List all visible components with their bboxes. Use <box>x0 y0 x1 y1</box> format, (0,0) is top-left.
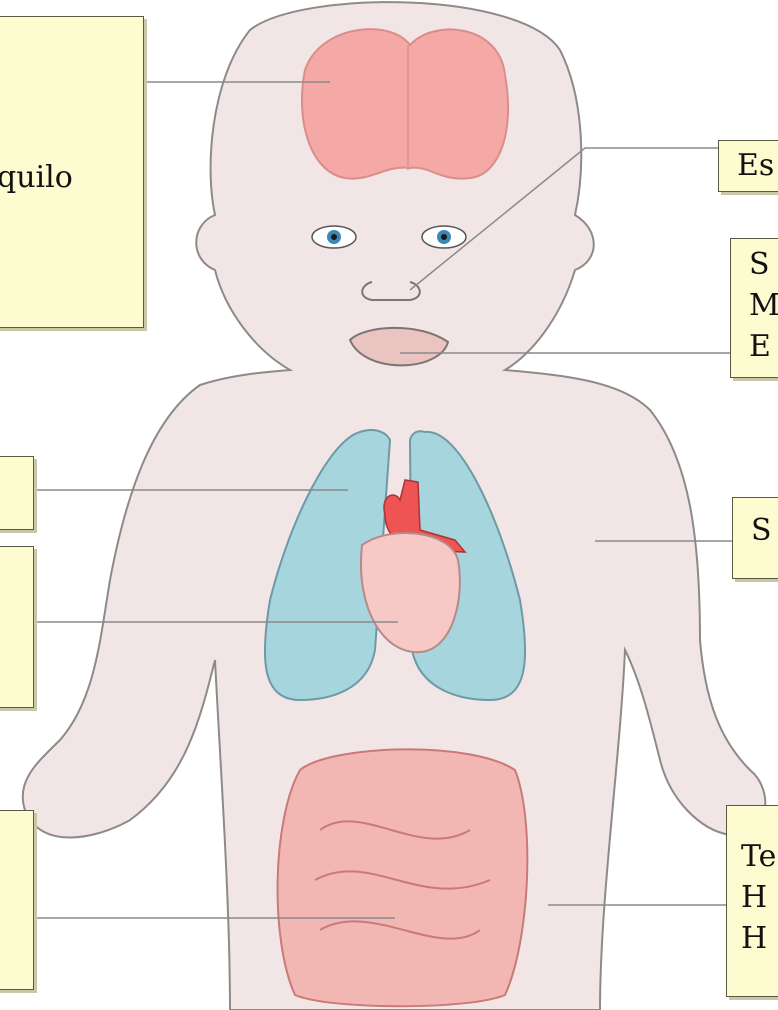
label-mouth-line-1: S <box>749 244 778 285</box>
label-brain-line: quilo <box>0 157 73 198</box>
label-body-line-1: Te <box>741 836 778 877</box>
label-box-mouth: S M E <box>730 238 778 378</box>
label-nose-line: Es <box>737 145 778 186</box>
label-mouth-line-3: E <box>749 326 778 367</box>
label-box-body: Te H H <box>726 805 778 997</box>
label-arm-line: S <box>751 510 778 551</box>
label-box-brain: quilo <box>0 16 144 328</box>
label-mouth-line-2: M <box>749 285 778 326</box>
label-box-arm: S <box>732 497 778 579</box>
label-box-intestine <box>0 810 34 990</box>
label-box-nose: Es <box>718 140 778 192</box>
label-box-lung <box>0 456 34 530</box>
label-body-line-3: H <box>741 918 778 959</box>
label-box-heart <box>0 546 34 708</box>
label-body-line-2: H <box>741 877 778 918</box>
intestines <box>278 749 528 1006</box>
brain <box>302 29 508 178</box>
